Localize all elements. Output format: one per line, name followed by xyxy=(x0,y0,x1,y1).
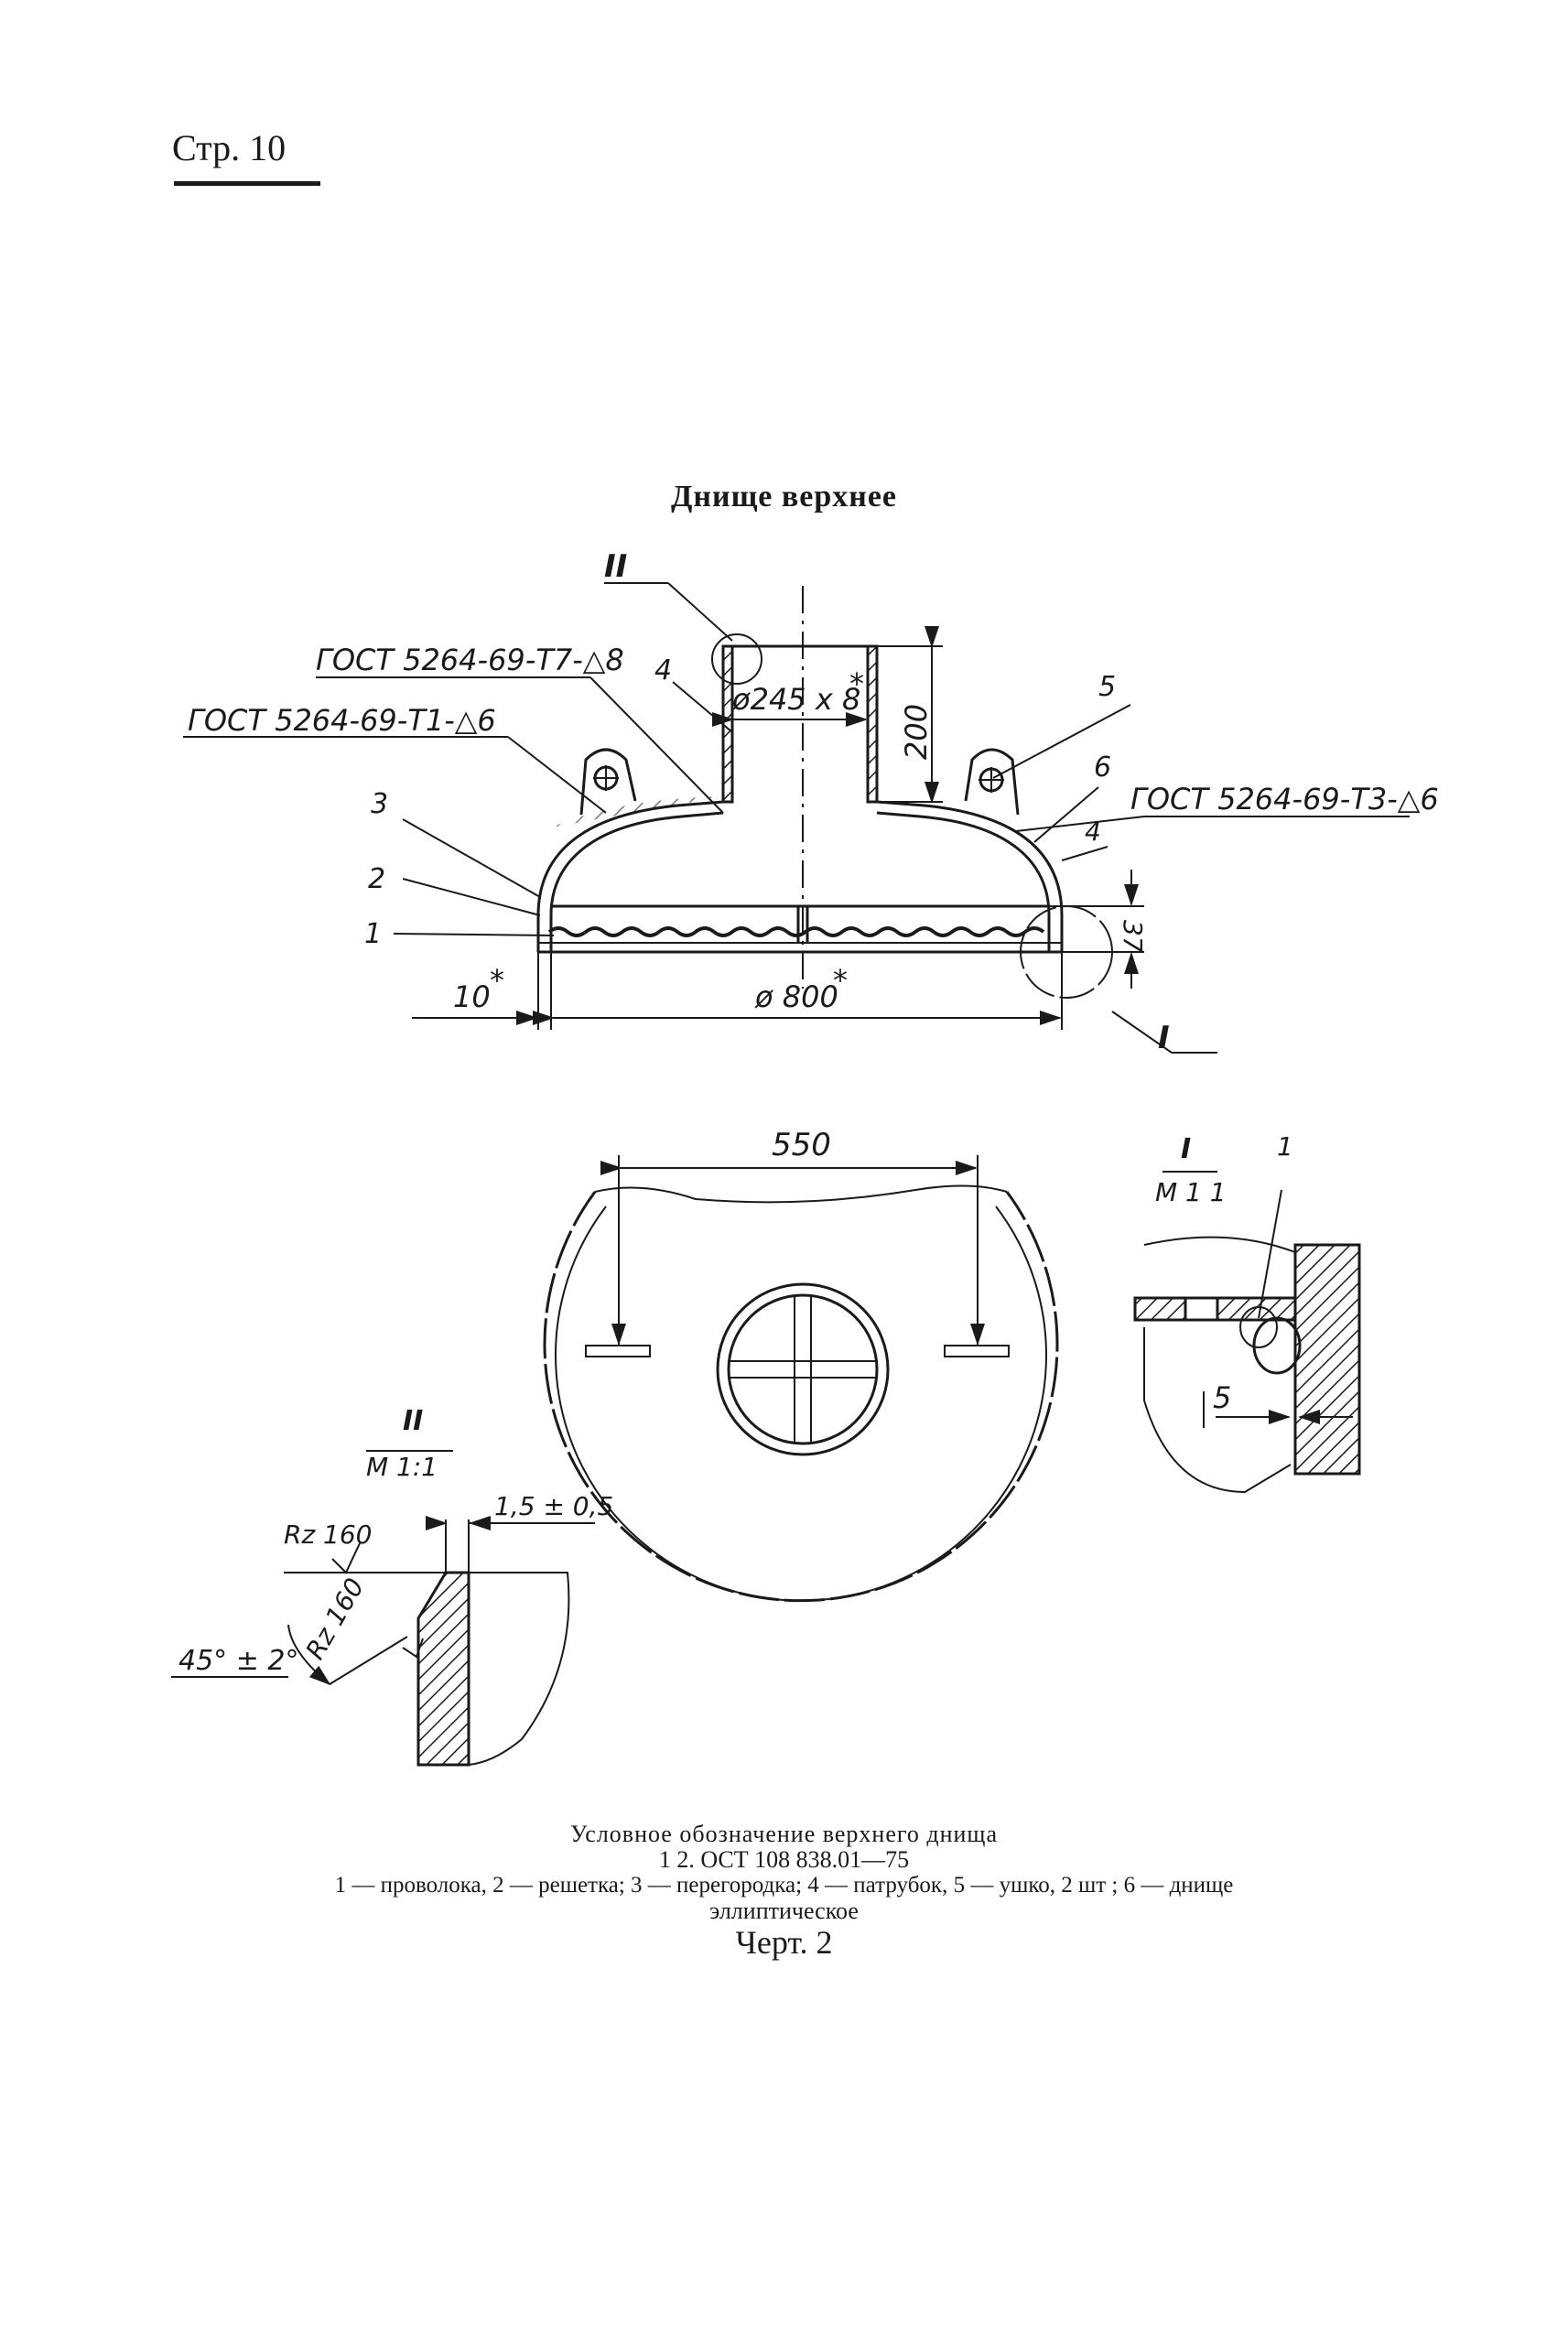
position-6-label: 6 xyxy=(1094,752,1111,784)
plan-view-dimensions xyxy=(600,1155,985,1346)
caption-line-2: 1 2. ОСТ 108 838.01—75 xyxy=(658,1846,910,1873)
caption-line-1: Условное обозначение верхнего днища xyxy=(570,1821,998,1847)
position-2-label: 2 xyxy=(368,863,385,895)
page-label-underline xyxy=(174,181,320,186)
detail-ii-scale: M 1:1 xyxy=(366,1452,438,1482)
detail-ii-tolerance: 1,5 ± 0,5 xyxy=(494,1491,613,1521)
weld-t3-label: ГОСТ 5264-69-Т3-△6 xyxy=(1130,782,1439,816)
detail-ii-roughness-bevel: Rz 160 xyxy=(299,1573,370,1664)
detail-i-callout: I xyxy=(1158,1020,1170,1056)
detail-i-position: 1 xyxy=(1277,1131,1293,1162)
page-label: Стр. 10 xyxy=(172,127,287,168)
head-plan-view xyxy=(543,1184,1205,1603)
figure-number: Черт. 2 xyxy=(735,1924,833,1961)
caption-legend-continued: эллиптическое xyxy=(709,1898,859,1924)
detail-i-dim: 5 xyxy=(1213,1380,1231,1415)
detail-i-name: I xyxy=(1181,1133,1191,1165)
pipe-size-dim: ø245 x 8 xyxy=(731,682,860,717)
caption-legend: 1 — проволока, 2 — решетка; 3 — перегоро… xyxy=(334,1873,1234,1898)
span-550-dim: 550 xyxy=(772,1127,831,1163)
weld-t7-label: ГОСТ 5264-69-Т7-△8 xyxy=(316,643,624,677)
detail-ii-name: II xyxy=(403,1405,423,1437)
detail-ii-angle: 45° ± 2° xyxy=(178,1645,298,1677)
position-4-label: 4 xyxy=(654,654,672,687)
height-200-dim: 200 xyxy=(899,704,934,760)
diameter-800-dim: ø 800 xyxy=(754,979,838,1014)
position-1-label: 1 xyxy=(364,918,382,950)
drawing-title: Днище верхнее xyxy=(671,480,897,514)
position-5-label: 5 xyxy=(1098,671,1116,703)
detail-ii-callout: II xyxy=(604,548,627,585)
position-4b-label: 4 xyxy=(1085,816,1101,847)
gap-10-dim: 10 xyxy=(453,979,491,1014)
main-view-leaders xyxy=(183,582,1410,1054)
main-view-dimensions xyxy=(412,626,1144,1030)
position-3-label: 3 xyxy=(371,788,388,820)
detail-ii xyxy=(171,1450,595,1767)
diameter-800-star: * xyxy=(833,963,848,998)
detail-i xyxy=(1133,1171,1361,1494)
detail-i-scale: M 1 1 xyxy=(1155,1177,1227,1207)
pipe-size-star: * xyxy=(849,666,864,701)
gap-10-star: * xyxy=(490,963,504,998)
weld-t1-label: ГОСТ 5264-69-Т1-△6 xyxy=(188,703,496,738)
detail-ii-roughness-top: Rz 160 xyxy=(284,1519,373,1550)
height-37-dim: 37 xyxy=(1118,920,1148,953)
